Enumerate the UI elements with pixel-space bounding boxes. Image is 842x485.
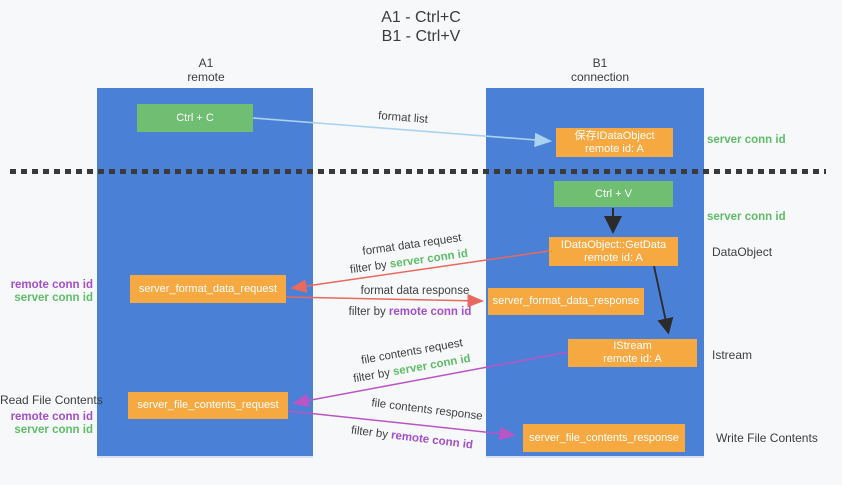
remote-conn-id-inline: remote conn id bbox=[390, 429, 474, 452]
dataobject-label: DataObject bbox=[712, 245, 773, 259]
ctrl-c-box: Ctrl + C bbox=[137, 104, 253, 132]
filter-by-prefix: filter by bbox=[349, 258, 391, 277]
getdata-box: IDataObject::GetData remote id: A bbox=[549, 237, 678, 266]
remote-conn-id-label-2: remote conn id bbox=[10, 411, 93, 423]
read-file-contents-label: Read File Contents bbox=[0, 393, 103, 407]
lane-header-a1: A1 remote bbox=[136, 56, 276, 84]
istream-line2: remote id: A bbox=[603, 353, 662, 365]
istream-line1: IStream bbox=[613, 340, 652, 352]
server-conn-id-label-mid: server conn id bbox=[707, 211, 786, 223]
format-data-response-label: format data response bbox=[360, 285, 470, 297]
server-format-data-response-label: server_format_data_response bbox=[492, 295, 640, 307]
file-contents-response-label: file contents response bbox=[370, 397, 484, 423]
server-file-contents-response-label: server_file_contents_response bbox=[529, 431, 679, 444]
save-idataobject-box: 保存IDataObject remote id: A bbox=[556, 128, 673, 157]
getdata-line1: IDataObject::GetData bbox=[560, 238, 667, 251]
server-format-data-request-box: server_format_data_request bbox=[130, 275, 286, 303]
diagram-title: A1 - Ctrl+C B1 - Ctrl+V bbox=[0, 8, 842, 46]
filter-by-remote-conn-id-label-2: filter by remote conn id bbox=[350, 425, 473, 452]
server-format-data-request-label: server_format_data_request bbox=[138, 282, 278, 295]
format-request-conn-ids: remote conn id server conn id bbox=[0, 279, 93, 305]
lane-a1-subtitle: remote bbox=[187, 70, 225, 84]
server-conn-id-label-left-2: server conn id bbox=[14, 424, 93, 436]
server-file-contents-request-box: server_file_contents_request bbox=[128, 392, 288, 419]
istream-box: IStream remote id: A bbox=[568, 339, 697, 367]
server-file-contents-request-label: server_file_contents_request bbox=[137, 399, 279, 411]
lane-b1-subtitle: connection bbox=[570, 70, 630, 84]
remote-conn-id-label-1: remote conn id bbox=[10, 279, 93, 291]
arrow-format-data-response bbox=[285, 293, 484, 308]
lane-a1-name: A1 bbox=[198, 56, 214, 70]
filter-by-prefix: filter by bbox=[352, 366, 395, 386]
server-conn-id-label-left-1: server conn id bbox=[14, 292, 93, 304]
filter-by-remote-conn-id-label-1: filter by remote conn id bbox=[349, 306, 472, 318]
write-file-contents-label: Write File Contents bbox=[716, 431, 818, 445]
ctrl-v-label: Ctrl + V bbox=[595, 187, 632, 200]
save-idataobject-line1: 保存IDataObject bbox=[574, 129, 655, 142]
ctrl-c-label: Ctrl + C bbox=[176, 111, 214, 124]
file-request-conn-ids: remote conn id server conn id bbox=[0, 411, 93, 437]
server-conn-id-label-top: server conn id bbox=[707, 134, 786, 146]
save-idataobject-line2: remote id: A bbox=[585, 142, 644, 155]
clipboard-boundary-divider bbox=[10, 169, 826, 174]
getdata-line2: remote id: A bbox=[584, 251, 643, 264]
ctrl-v-box: Ctrl + V bbox=[554, 181, 673, 207]
lane-b1-name: B1 bbox=[592, 56, 608, 70]
istream-side-label: Istream bbox=[712, 348, 753, 362]
title-line-1: A1 - Ctrl+C bbox=[381, 9, 461, 26]
format-list-label: format list bbox=[377, 110, 429, 126]
filter-by-prefix: filter by bbox=[350, 424, 392, 442]
filter-by-prefix: filter by bbox=[348, 306, 389, 318]
title-line-2: B1 - Ctrl+V bbox=[381, 28, 461, 45]
server-format-data-response-box: server_format_data_response bbox=[488, 288, 644, 315]
remote-conn-id-inline: remote conn id bbox=[388, 306, 472, 318]
lane-header-b1: B1 connection bbox=[530, 56, 670, 84]
server-file-contents-response-box: server_file_contents_response bbox=[523, 424, 685, 452]
